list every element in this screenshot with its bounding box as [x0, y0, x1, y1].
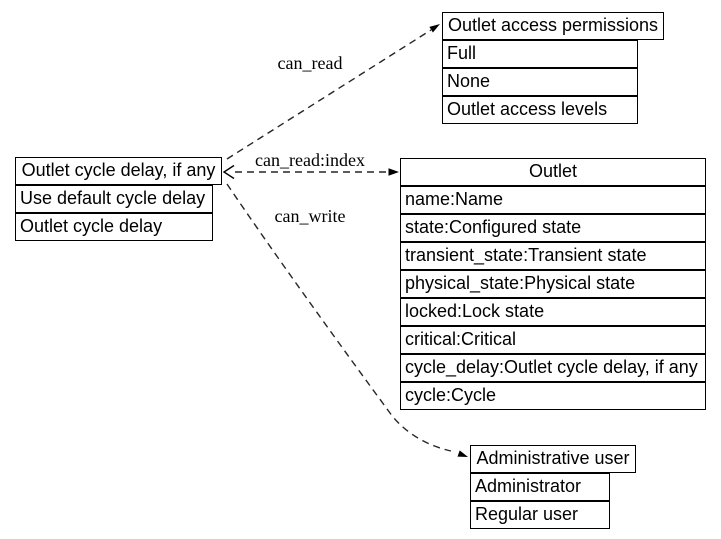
edge-can-read-arrowhead-icon [429, 24, 440, 33]
node-outlet-access-permissions-title: Outlet access permissions [442, 12, 664, 40]
row-locked: locked:Lock state [400, 298, 706, 326]
edge-can-read-index-arrowhead-icon [388, 168, 399, 176]
row-administrator: Administrator [470, 473, 610, 501]
node-outlet-cycle-delay-title: Outlet cycle delay, if any [15, 157, 222, 185]
row-full: Full [442, 40, 638, 68]
edge-label-can-read: can_read [277, 53, 343, 73]
edge-label-can-write: can_write [274, 206, 346, 226]
edge-label-can-read-index: can_read:index [255, 150, 365, 170]
edge-can-read [226, 24, 440, 160]
row-none: None [442, 68, 638, 96]
row-cycle-delay: cycle_delay:Outlet cycle delay, if any [400, 354, 706, 382]
node-administrative-user-title: Administrative user [470, 445, 636, 473]
row-name: name:Name [400, 186, 706, 214]
row-physical-state: physical_state:Physical state [400, 270, 706, 298]
row-state: state:Configured state [400, 214, 706, 242]
row-critical: critical:Critical [400, 326, 706, 354]
edge-can-read-line [226, 29, 432, 160]
row-outlet-access-levels: Outlet access levels [442, 96, 638, 124]
row-outlet-cycle-delay: Outlet cycle delay [15, 213, 213, 241]
row-use-default-cycle-delay: Use default cycle delay [15, 185, 213, 213]
row-cycle: cycle:Cycle [400, 382, 706, 410]
node-outlet-title: Outlet [400, 158, 706, 186]
row-regular-user: Regular user [470, 501, 610, 529]
edge-can-write-arrowhead-icon [457, 450, 468, 457]
row-transient-state: transient_state:Transient state [400, 242, 706, 270]
edge-can-read-index-open-arrowhead-icon [222, 164, 235, 180]
